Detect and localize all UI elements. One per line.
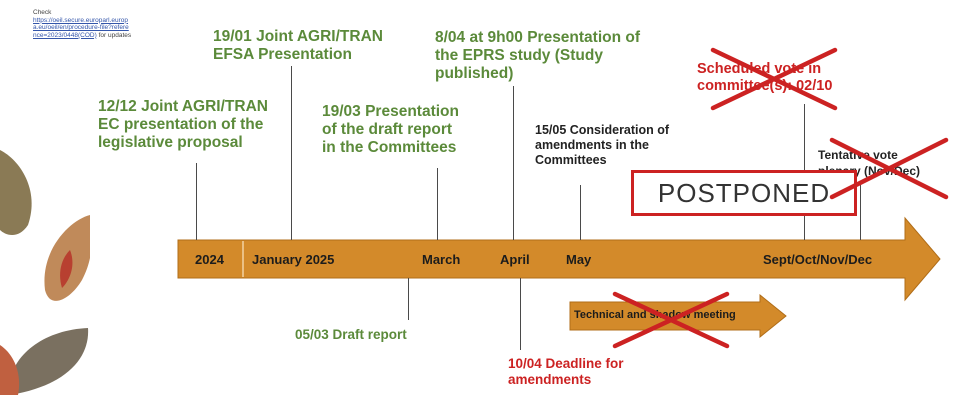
event-draft-report: 05/03 Draft report [295,327,407,342]
connector-may [580,185,582,240]
connector-jan-2025 [291,66,293,240]
connector-mar-presentation [437,168,439,240]
connector-draft-report [408,278,410,320]
connector-apr-study [513,86,515,240]
timeline-label-jan-2025: January 2025 [252,252,335,267]
cross-out-shadow-meeting [612,291,730,349]
decorative-photo-leaves [0,150,90,395]
timeline-label-may: May [566,252,592,267]
timeline-label-2024: 2024 [195,252,224,267]
leaf-photo-top [0,150,32,235]
leaf-photo-mid-accent [60,250,73,288]
leaf-photo-bottom-left [0,345,20,395]
timeline-label-sept-dec: Sept/Oct/Nov/Dec [763,252,873,267]
timeline-label-march: March [422,252,461,267]
postponed-badge: POSTPONED [631,170,857,216]
cross-out-committee-vote [710,47,838,111]
leaf-photo-bottom [9,328,89,395]
cross-out-plenary-vote [829,137,949,200]
connector-plenary-vote [860,183,862,240]
connector-amend-deadline [520,278,522,350]
note-check-label: Check [33,9,52,16]
update-note: Check https://oeil.secure.europarl.europ… [33,9,173,39]
connector-dec-2024 [196,163,198,240]
note-suffix: for updates [98,31,132,39]
timeline-label-april: April [500,252,530,267]
